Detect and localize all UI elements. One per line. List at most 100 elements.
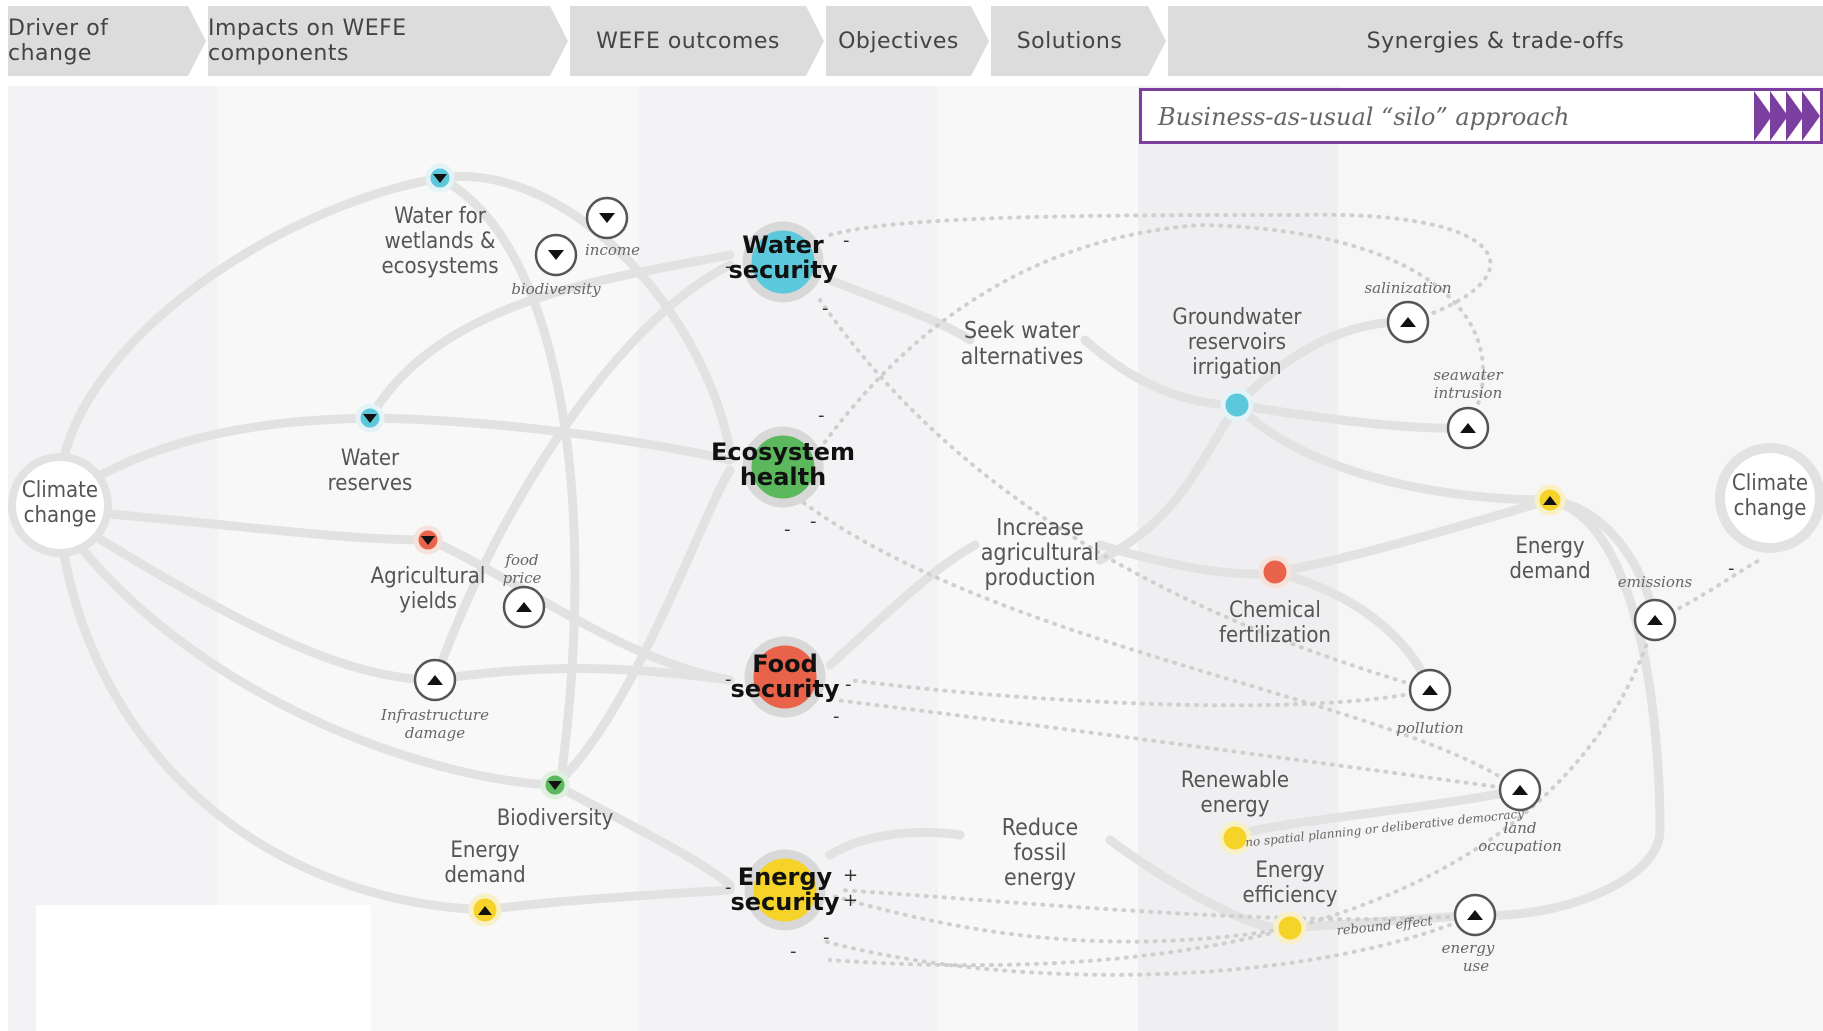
solid-links <box>55 172 1665 933</box>
food-price-node: food price <box>503 551 546 629</box>
header-arrow <box>1148 6 1166 76</box>
energy-security-label-2: security <box>730 888 839 916</box>
seawater-label-1: seawater <box>1433 366 1503 384</box>
biodiversity-label: Biodiversity <box>497 806 614 831</box>
reduce-fossil-objective: Reduce fossil energy <box>1002 815 1078 891</box>
header-impacts: Impacts on WEFE components <box>208 6 550 76</box>
sign-minus: - <box>823 927 830 948</box>
reduce-fossil-label-1: Reduce <box>1002 815 1078 841</box>
business-as-usual-label: Business-as-usual “silo” approach <box>1158 103 1570 131</box>
sign-minus: - <box>725 669 732 690</box>
increase-ag-label-2: agricultural <box>981 540 1099 566</box>
pollution-node: pollution <box>1396 668 1464 737</box>
ecosystem-health-node: Ecosystem health <box>711 426 855 508</box>
renewable-label-1: Renewable <box>1181 768 1289 793</box>
water-security-label-2: security <box>728 256 837 284</box>
outcome-signs: - - - - - - - - - - - + + - - - <box>725 230 1735 962</box>
water-wetlands-node: Water for wetlands & ecosystems <box>381 163 499 279</box>
reduce-fossil-label-2: fossil <box>1014 840 1067 866</box>
sign-minus: - <box>843 230 850 251</box>
efficiency-label-2: efficiency <box>1242 883 1337 908</box>
income-node: income <box>585 196 640 259</box>
efficiency-label-1: Energy <box>1255 858 1325 883</box>
salinization-node: salinization <box>1364 279 1452 344</box>
blank-area <box>36 905 371 1031</box>
renewable-label-2: energy <box>1201 793 1270 818</box>
ecosystem-health-label-2: health <box>740 463 826 491</box>
reduce-fossil-label-3: energy <box>1004 865 1076 891</box>
infrastructure-damage-node: Infrastructure damage <box>380 658 489 742</box>
sign-minus: - <box>810 511 817 532</box>
biodiversity-small-node: biodiversity <box>511 233 601 298</box>
renewable-energy-solution: Renewable energy <box>1181 768 1289 855</box>
infrastructure-damage-label-2: damage <box>405 724 465 742</box>
header-arrow <box>806 6 824 76</box>
chemical-label-1: Chemical <box>1229 598 1321 623</box>
column-bg-solutions <box>1138 86 1338 1031</box>
sign-minus: - <box>784 519 791 540</box>
seawater-label-2: intrusion <box>1434 384 1503 402</box>
sign-minus: - <box>833 706 840 727</box>
header-driver-of-change: Driver of change <box>8 6 188 76</box>
seawater-intrusion-node: seawater intrusion <box>1433 366 1504 450</box>
energy-use-node: energy use <box>1442 893 1497 975</box>
income-label: income <box>585 241 640 259</box>
header-synergies: Synergies & trade-offs <box>1168 6 1823 76</box>
column-bg-driver <box>8 86 218 1031</box>
header-arrow <box>550 6 568 76</box>
energy-demand-impact-label-1: Energy <box>450 838 520 863</box>
food-security-node: Food security <box>730 636 840 718</box>
sign-minus: - <box>725 877 732 898</box>
chevron-arrows-icon <box>1754 91 1820 141</box>
climate-change-right-node: Climate change <box>1715 443 1823 553</box>
water-security-label-1: Water <box>742 231 824 259</box>
groundwater-label-2: reservoirs <box>1188 330 1286 355</box>
climate-change-left-label-1: Climate <box>22 478 98 503</box>
energy-use-label-2: use <box>1463 957 1489 975</box>
water-wetlands-label-2: wetlands & <box>385 229 496 254</box>
ecosystem-health-label-1: Ecosystem <box>711 438 855 466</box>
sign-minus: - <box>822 298 829 319</box>
energy-efficiency-solution: Energy efficiency <box>1242 858 1338 945</box>
header-solutions: Solutions <box>991 6 1148 76</box>
water-wetlands-label-3: ecosystems <box>381 254 498 279</box>
header-bar: Driver of change Impacts on WEFE compone… <box>8 6 1823 76</box>
sign-plus: + <box>843 890 858 911</box>
energy-demand-solution-label-2: demand <box>1509 559 1590 584</box>
sign-plus: + <box>843 865 858 886</box>
water-reserves-label-2: reserves <box>328 471 413 496</box>
chemical-fertilization-solution: Chemical fertilization <box>1219 555 1331 648</box>
sign-minus: - <box>845 674 852 695</box>
header-arrow <box>971 6 989 76</box>
emissions-label: emissions <box>1618 573 1693 591</box>
land-label-1: land <box>1503 819 1536 837</box>
header-objectives: Objectives <box>826 6 971 76</box>
groundwater-solution: Groundwater reservoirs irrigation <box>1172 305 1302 422</box>
agricultural-yields-label-1: Agricultural <box>371 564 486 589</box>
groundwater-label-1: Groundwater <box>1172 305 1302 330</box>
seek-water-label-1: Seek water <box>964 318 1081 344</box>
climate-change-left-node: Climate change <box>8 453 112 557</box>
dotted-links <box>798 212 1762 977</box>
increase-ag-objective: Increase agricultural production <box>981 515 1099 591</box>
header-arrow <box>188 6 206 76</box>
increase-ag-label-1: Increase <box>996 515 1084 541</box>
groundwater-label-3: irrigation <box>1192 355 1281 380</box>
energy-use-label-1: energy <box>1442 939 1495 957</box>
business-as-usual-banner: Business-as-usual “silo” approach <box>1139 88 1823 144</box>
water-reserves-node: Water reserves <box>328 403 413 496</box>
biodiversity-node: Biodiversity <box>497 770 614 831</box>
sign-minus: - <box>725 256 732 277</box>
seek-water-label-2: alternatives <box>961 344 1084 370</box>
energy-demand-solution-label-1: Energy <box>1515 534 1585 559</box>
biodiversity-small-label: biodiversity <box>511 280 601 298</box>
energy-security-label-1: Energy <box>738 863 833 891</box>
climate-change-right-label-2: change <box>1734 496 1807 521</box>
water-wetlands-label-1: Water for <box>394 204 487 229</box>
agricultural-yields-label-2: yields <box>399 589 457 614</box>
food-price-label-1: food <box>504 551 538 569</box>
emissions-node: emissions <box>1618 573 1693 642</box>
water-reserves-label-1: Water <box>341 446 400 471</box>
pollution-label: pollution <box>1396 719 1463 737</box>
